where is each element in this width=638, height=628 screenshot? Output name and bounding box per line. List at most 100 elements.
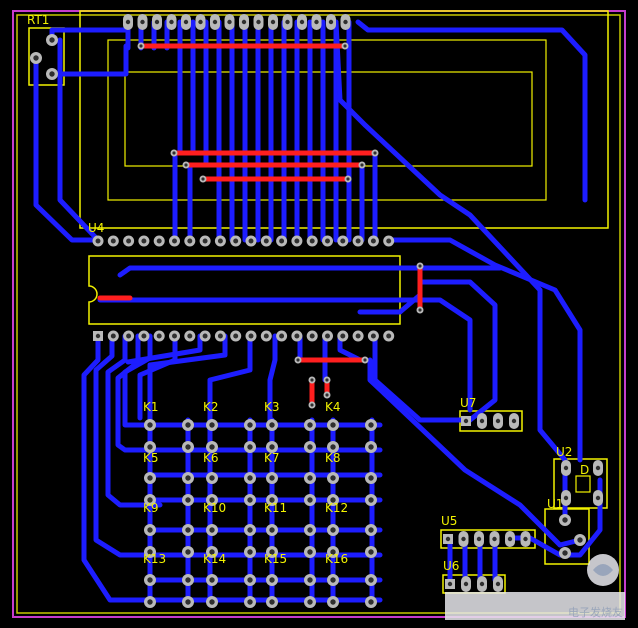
- via: [294, 356, 302, 364]
- key-pad: [327, 546, 339, 558]
- u4-pin: [138, 330, 150, 342]
- label-u1: U1: [547, 497, 563, 511]
- key-pad: [365, 546, 377, 558]
- u5-pin-1: [443, 534, 453, 544]
- u4-pin: [230, 330, 242, 342]
- key-pad: [182, 596, 194, 608]
- u4-pin: [276, 235, 288, 247]
- lcd-header-pin: [123, 14, 133, 30]
- key-label: K12: [325, 501, 348, 515]
- key-pad: [144, 441, 156, 453]
- key-pad: [182, 441, 194, 453]
- key-label: K4: [325, 400, 341, 414]
- key-label: K7: [264, 451, 280, 465]
- key-label: K6: [203, 451, 219, 465]
- lcd-header-pin: [152, 14, 162, 30]
- key-pad: [327, 441, 339, 453]
- label-rt1: RT1: [27, 13, 49, 27]
- key-pad: [327, 419, 339, 431]
- key-label: K2: [203, 400, 219, 414]
- key-pad: [144, 546, 156, 558]
- u4-outline: [88, 255, 401, 325]
- watermark-label: 电子发烧友: [568, 606, 623, 619]
- via: [344, 175, 352, 183]
- u4-pin-1: [93, 331, 103, 341]
- key-pad: [365, 419, 377, 431]
- via: [361, 356, 369, 364]
- via: [416, 306, 424, 314]
- key-label: K3: [264, 400, 280, 414]
- lcd-outline-outer: [79, 10, 609, 229]
- u4-pin: [92, 235, 104, 247]
- via: [371, 149, 379, 157]
- top-layer-traces: [97, 43, 423, 408]
- via: [323, 391, 331, 399]
- key-label: K14: [203, 552, 226, 566]
- via: [416, 262, 424, 270]
- via: [199, 175, 207, 183]
- key-pad: [182, 546, 194, 558]
- key-pad: [266, 441, 278, 453]
- key-pad: [244, 574, 256, 586]
- lcd-header-pin: [253, 14, 264, 30]
- u4-pin: [352, 235, 364, 247]
- u1-pin: [574, 534, 586, 546]
- u2-pin: [561, 460, 571, 476]
- key-pad: [304, 596, 316, 608]
- key-pad: [244, 546, 256, 558]
- lcd-header-pin: [137, 14, 148, 30]
- key-pad: [365, 596, 377, 608]
- key-pad: [206, 441, 218, 453]
- key-pad: [365, 441, 377, 453]
- u4-pin: [276, 330, 288, 342]
- u4-pin: [352, 330, 364, 342]
- u7-pin: [493, 413, 503, 429]
- u4-pin: [291, 235, 303, 247]
- key-pad: [144, 494, 156, 506]
- u7-pin: [509, 413, 519, 429]
- lcd-header-pin: [282, 14, 293, 30]
- key-pad: [266, 546, 278, 558]
- watermark-strip: [445, 592, 625, 620]
- rt1-pin: [30, 52, 42, 64]
- key-label: K16: [325, 552, 348, 566]
- lcd-header-pin: [268, 14, 278, 30]
- lcd-header-pin: [239, 14, 249, 30]
- key-pad: [327, 596, 339, 608]
- u4-pin: [153, 235, 165, 247]
- u6-pin: [477, 576, 487, 592]
- u1-pin: [559, 514, 571, 526]
- lcd-header-pin: [195, 14, 206, 30]
- key-pad: [266, 419, 278, 431]
- u4-pin: [260, 330, 272, 342]
- key-pad: [244, 596, 256, 608]
- key-label: K15: [264, 552, 287, 566]
- label-u2: U2: [556, 445, 572, 459]
- key-pad: [206, 574, 218, 586]
- key-pad: [244, 494, 256, 506]
- key-pad: [144, 596, 156, 608]
- u4-pin: [169, 235, 180, 247]
- label-u7: U7: [460, 396, 476, 410]
- u4-pin: [245, 235, 257, 247]
- key-pad: [244, 472, 256, 484]
- lcd-header-pin: [326, 14, 336, 30]
- key-pad: [304, 524, 316, 536]
- u5-pin: [474, 531, 484, 547]
- u4-pin: [123, 330, 135, 342]
- key-pad: [266, 472, 278, 484]
- key-pad: [206, 596, 218, 608]
- via: [358, 161, 366, 169]
- u4-pin: [322, 235, 333, 247]
- u5-pin: [505, 531, 515, 547]
- u1-pin: [559, 547, 571, 559]
- u4-pin: [184, 330, 196, 342]
- key-label: K9: [143, 501, 159, 515]
- u4-pin: [214, 330, 226, 342]
- u4-pin: [107, 235, 119, 247]
- rt1-outline: [28, 27, 65, 86]
- key-label: K11: [264, 501, 287, 515]
- u4-pin: [306, 235, 318, 247]
- key-pad: [304, 546, 316, 558]
